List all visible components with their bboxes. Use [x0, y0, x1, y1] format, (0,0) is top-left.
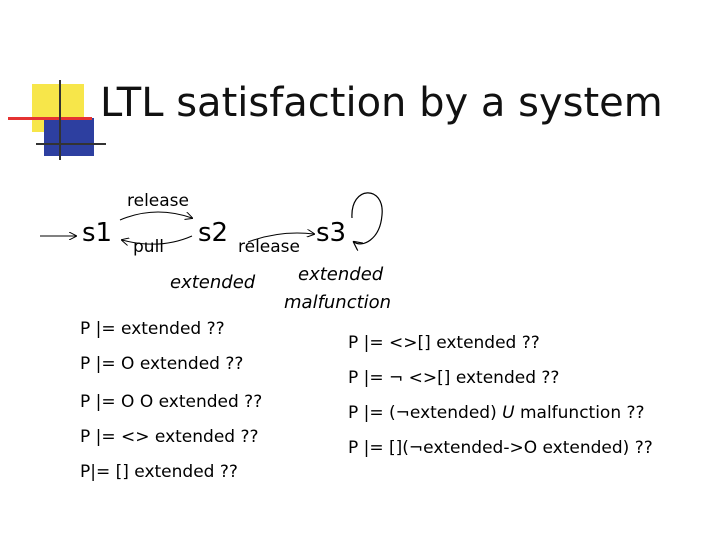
state-s1: s1: [82, 218, 112, 248]
formula-left-1: P |= extended ??: [80, 319, 225, 339]
state-s3: s3: [316, 218, 346, 248]
state-label-s3-malfunction: malfunction: [284, 292, 391, 313]
formula-right-1: P |= <>[] extended ??: [348, 333, 540, 353]
state-s2: s2: [198, 218, 228, 248]
state-label-s2-extended: extended: [170, 272, 255, 293]
formula-left-4: P |= <> extended ??: [80, 427, 259, 447]
state-label-s3-extended: extended: [298, 264, 383, 285]
formula-right-3-post: malfunction ??: [515, 403, 645, 423]
self-loop-s3: [352, 193, 382, 244]
until-operator: U: [502, 403, 514, 423]
transition-label-pull: pull: [133, 237, 164, 257]
formula-right-4: P |= [](¬extended->O extended) ??: [348, 438, 653, 458]
formula-left-2: P |= O extended ??: [80, 354, 243, 374]
transition-label-release-top: release: [127, 191, 189, 211]
transition-label-release-mid: release: [238, 237, 300, 257]
formula-right-2: P |= ¬ <>[] extended ??: [348, 368, 559, 388]
edge-s1-to-s2: [120, 212, 192, 220]
formula-right-3: P |= (¬extended) U malfunction ??: [348, 403, 645, 423]
formula-left-3: P |= O O extended ??: [80, 392, 262, 412]
formula-right-3-pre: P |= (¬extended): [348, 403, 502, 423]
formula-left-5: P|= [] extended ??: [80, 462, 238, 482]
